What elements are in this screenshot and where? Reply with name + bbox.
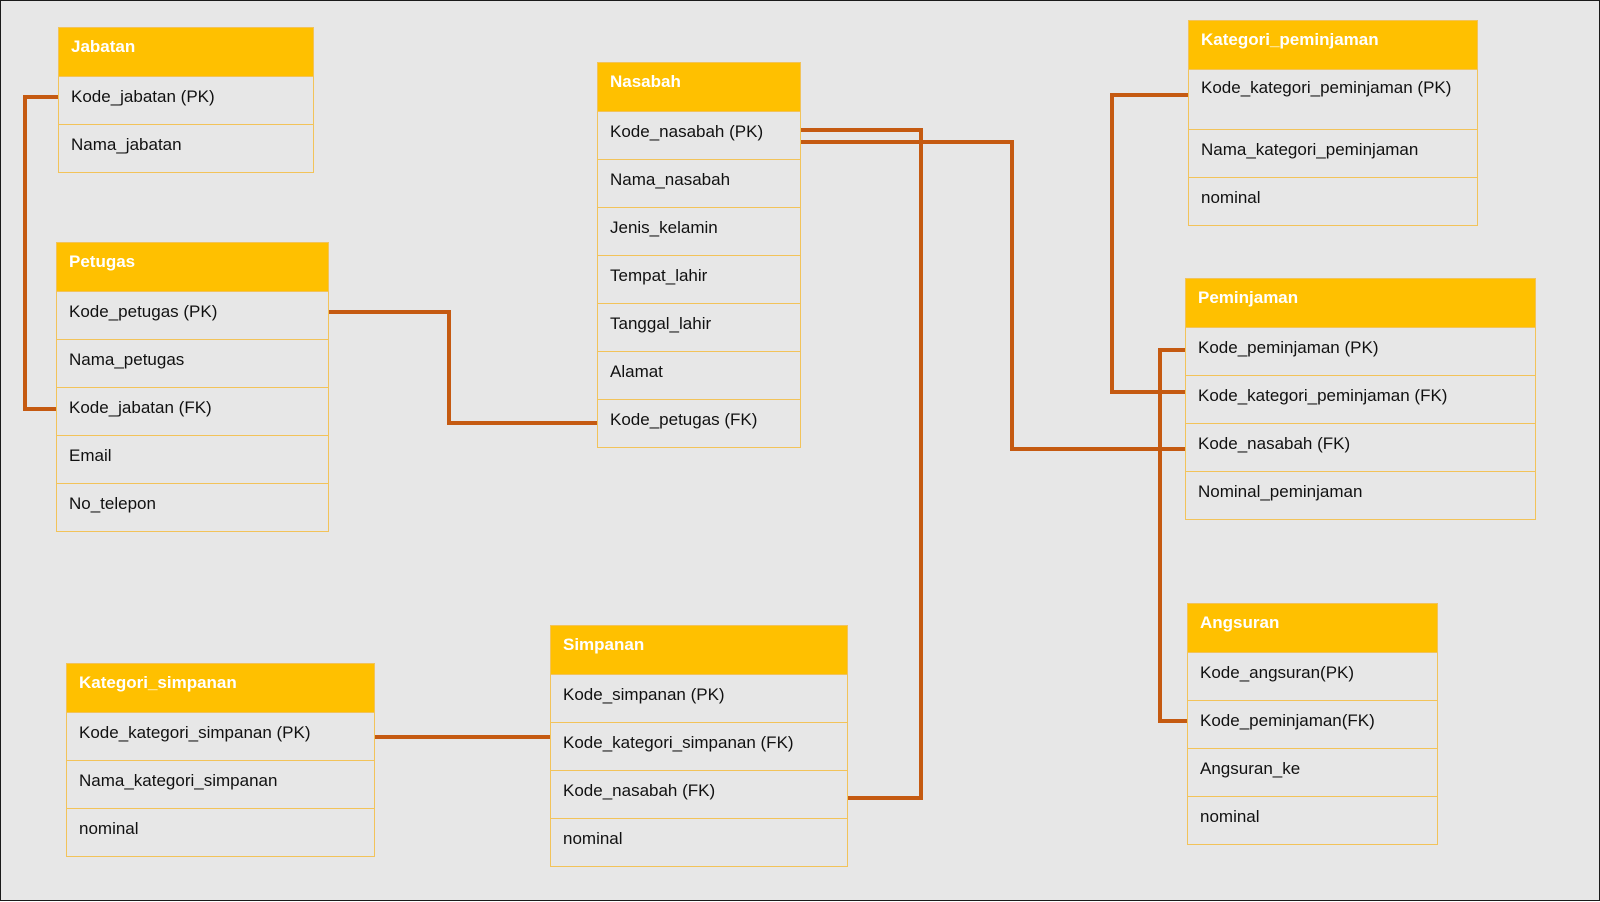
attribute-row: Alamat: [598, 351, 800, 399]
entity-kategori-simpanan[interactable]: Kategori_simpanan Kode_kategori_simpanan…: [66, 663, 375, 857]
entity-jabatan[interactable]: Jabatan Kode_jabatan (PK) Nama_jabatan: [58, 27, 314, 173]
relation-nasabah-peminjaman: [801, 140, 1185, 451]
attribute-row: nominal: [1189, 177, 1477, 225]
relation-peminjaman-angsuran: [1158, 348, 1188, 723]
attribute-row: Kode_kategori_peminjaman (FK): [1186, 375, 1535, 423]
entity-title: Angsuran: [1188, 604, 1437, 652]
attribute-row: No_telepon: [57, 483, 328, 531]
attribute-row: Kode_kategori_peminjaman (PK): [1189, 69, 1477, 129]
attribute-row: Tanggal_lahir: [598, 303, 800, 351]
attribute-row: Kode_simpanan (PK): [551, 674, 847, 722]
attribute-row: Kode_angsuran(PK): [1188, 652, 1437, 700]
attribute-row: nominal: [1188, 796, 1437, 844]
attribute-row: Tempat_lahir: [598, 255, 800, 303]
attribute-row: Kode_jabatan (FK): [57, 387, 328, 435]
attribute-row: Nama_kategori_peminjaman: [1189, 129, 1477, 177]
entity-title: Nasabah: [598, 63, 800, 111]
entity-angsuran[interactable]: Angsuran Kode_angsuran(PK) Kode_peminjam…: [1187, 603, 1438, 845]
attribute-row: Kode_jabatan (PK): [59, 76, 313, 124]
attribute-row: Kode_nasabah (FK): [1186, 423, 1535, 471]
attribute-row: Email: [57, 435, 328, 483]
entity-title: Simpanan: [551, 626, 847, 674]
attribute-row: nominal: [551, 818, 847, 866]
attribute-row: Kode_nasabah (PK): [598, 111, 800, 159]
attribute-row: Nama_kategori_simpanan: [67, 760, 374, 808]
entity-nasabah[interactable]: Nasabah Kode_nasabah (PK) Nama_nasabah J…: [597, 62, 801, 448]
attribute-row: Kode_nasabah (FK): [551, 770, 847, 818]
attribute-row: Kode_peminjaman (PK): [1186, 327, 1535, 375]
attribute-row: Nominal_peminjaman: [1186, 471, 1535, 519]
entity-title: Petugas: [57, 243, 328, 291]
entity-kategori-peminjaman[interactable]: Kategori_peminjaman Kode_kategori_peminj…: [1188, 20, 1478, 226]
entity-title: Kategori_simpanan: [67, 664, 374, 712]
entity-peminjaman[interactable]: Peminjaman Kode_peminjaman (PK) Kode_kat…: [1185, 278, 1536, 520]
attribute-row: Nama_nasabah: [598, 159, 800, 207]
attribute-row: Kode_kategori_simpanan (PK): [67, 712, 374, 760]
attribute-row: Kode_kategori_simpanan (FK): [551, 722, 847, 770]
attribute-row: Nama_petugas: [57, 339, 328, 387]
attribute-row: Kode_petugas (PK): [57, 291, 328, 339]
relation-petugas-nasabah: [325, 310, 597, 425]
entity-title: Peminjaman: [1186, 279, 1535, 327]
attribute-row: Jenis_kelamin: [598, 207, 800, 255]
relation-jabatan-petugas: [23, 95, 58, 411]
attribute-row: nominal: [67, 808, 374, 856]
attribute-row: Nama_jabatan: [59, 124, 313, 172]
entity-title: Kategori_peminjaman: [1189, 21, 1477, 69]
relation-kategori-peminjaman: [1110, 93, 1188, 394]
attribute-row: Angsuran_ke: [1188, 748, 1437, 796]
entity-petugas[interactable]: Petugas Kode_petugas (PK) Nama_petugas K…: [56, 242, 329, 532]
attribute-row: Kode_petugas (FK): [598, 399, 800, 447]
entity-simpanan[interactable]: Simpanan Kode_simpanan (PK) Kode_kategor…: [550, 625, 848, 867]
entity-title: Jabatan: [59, 28, 313, 76]
attribute-row: Kode_peminjaman(FK): [1188, 700, 1437, 748]
